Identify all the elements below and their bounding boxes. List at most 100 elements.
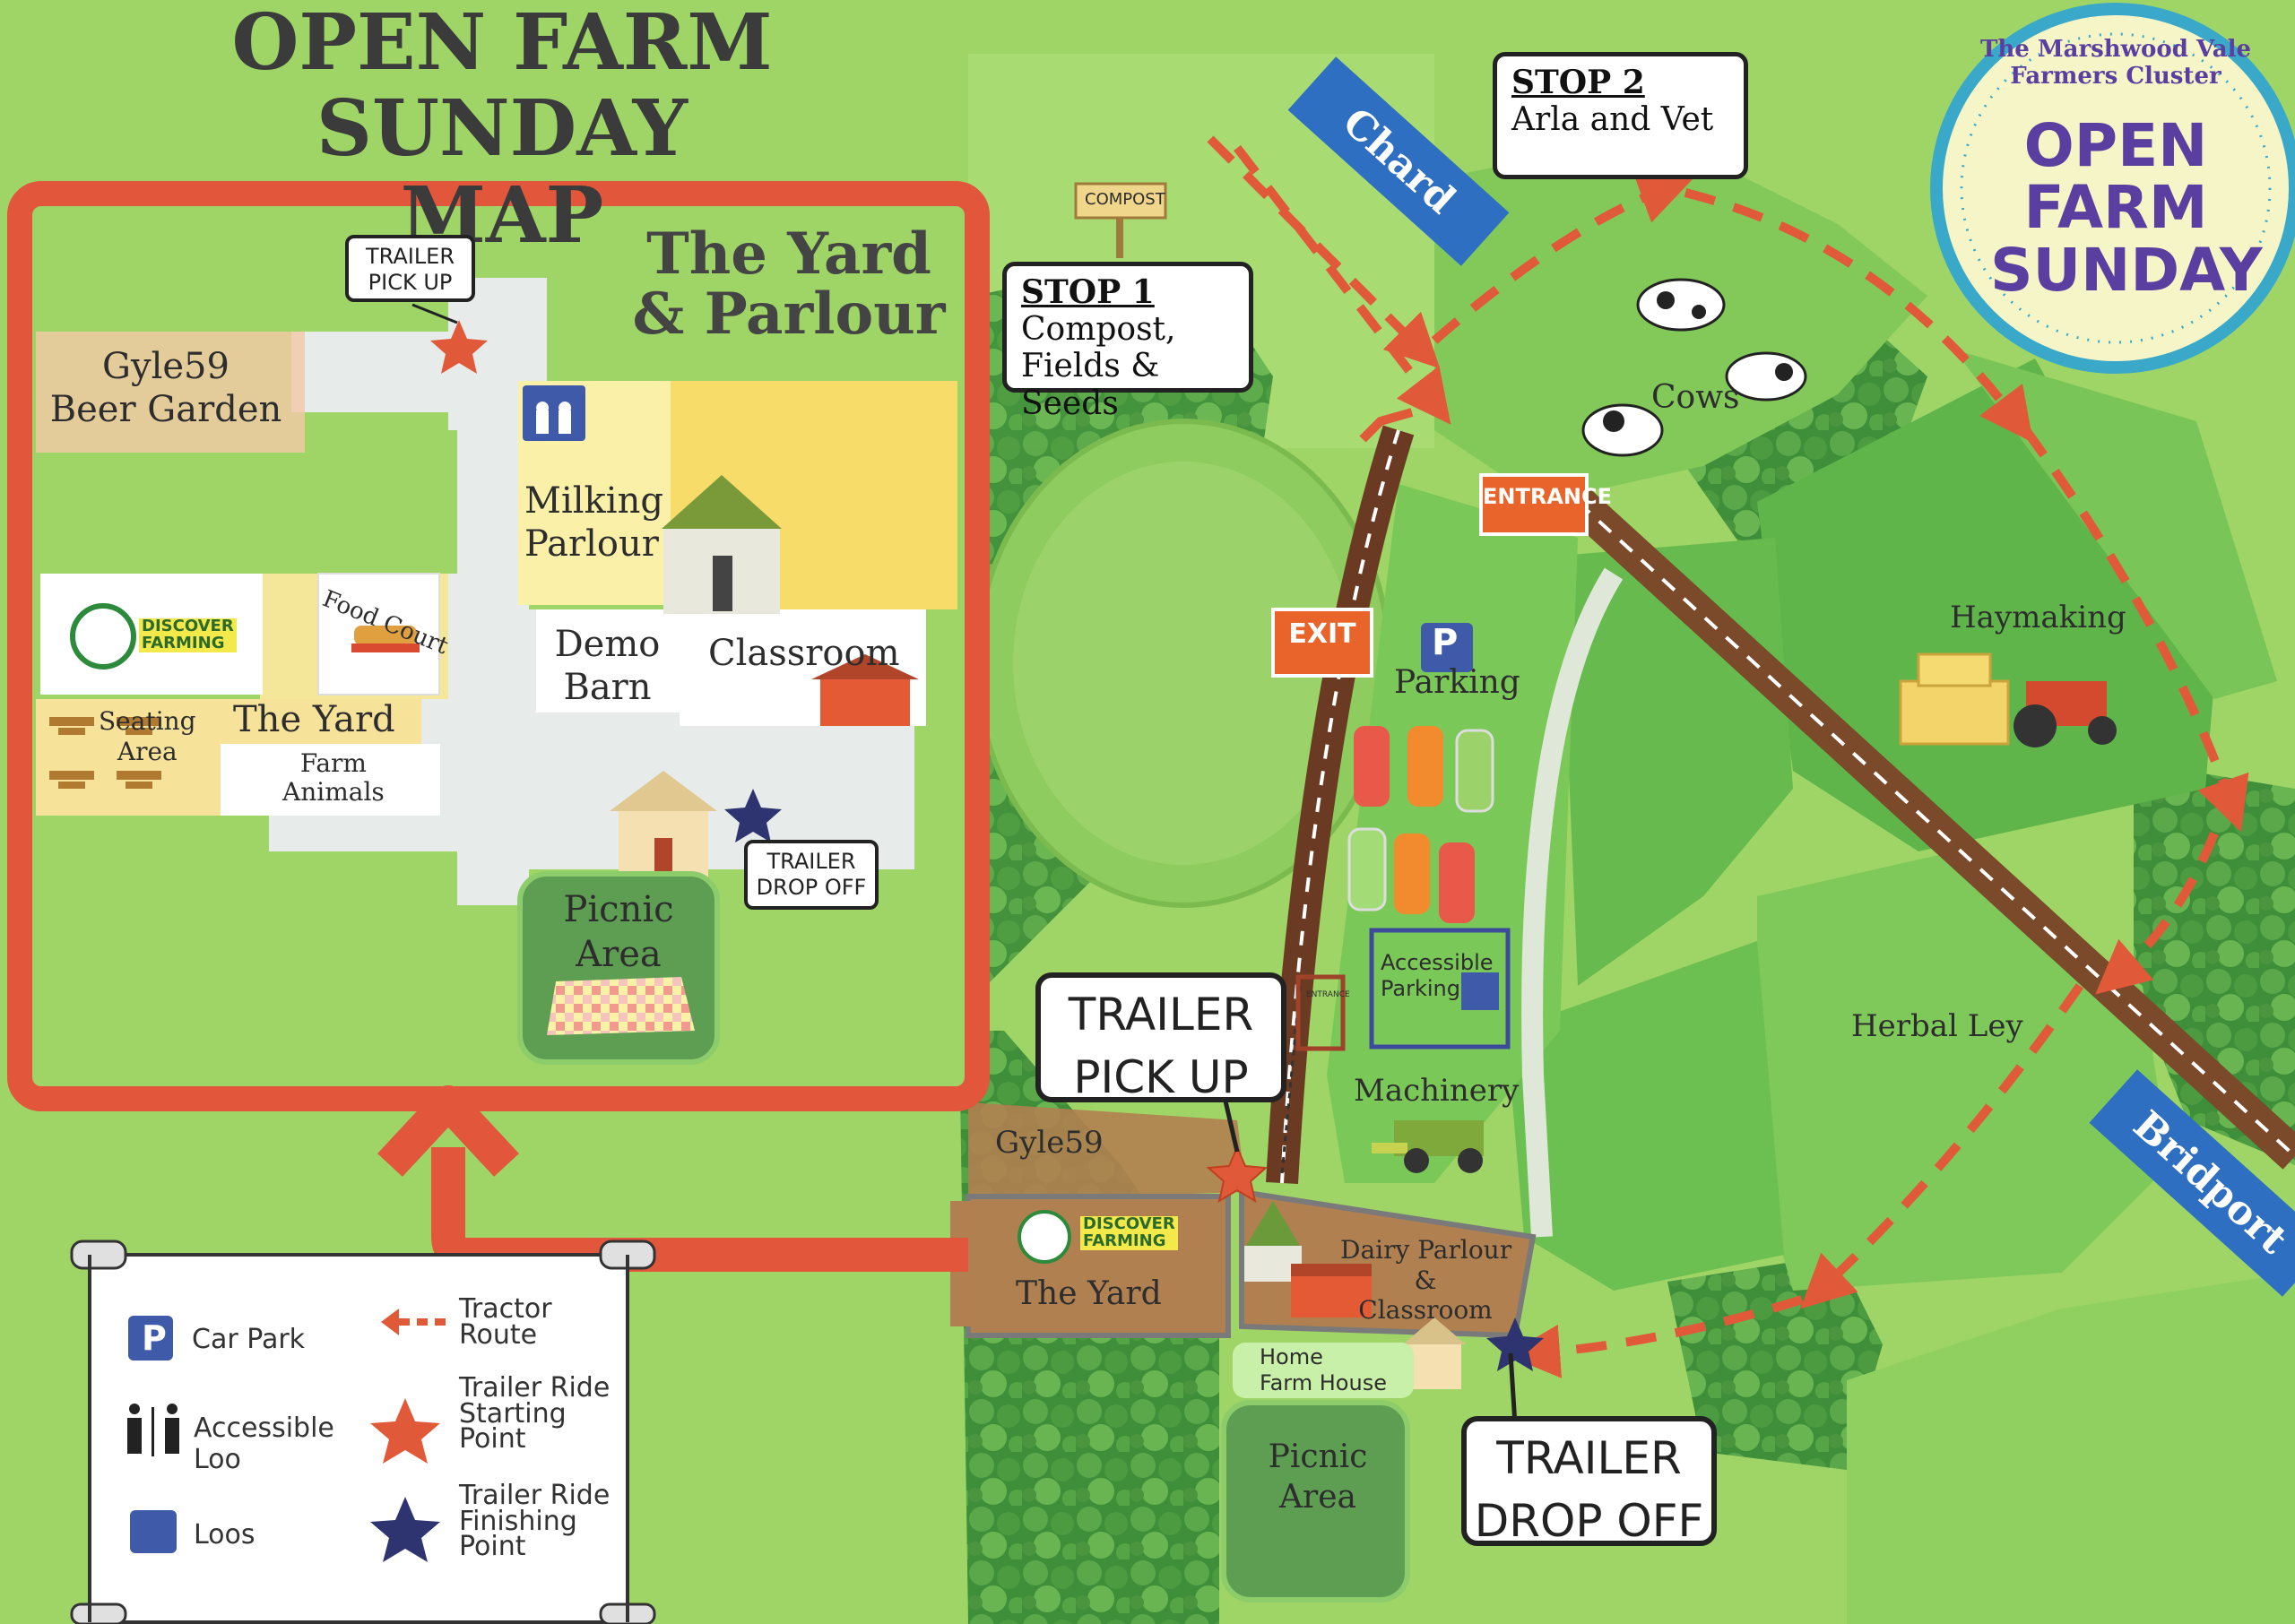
inset-heading-line-1: The Yard [646, 220, 931, 288]
map-the-yard-label: The Yard [1016, 1275, 1162, 1312]
map-trailer-dropoff-line-1: TRAILER [1496, 1432, 1682, 1484]
seating-benches [49, 717, 161, 789]
legend-tractor-line-1: Tractor [459, 1293, 552, 1325]
seating-line-1: Seating [99, 706, 196, 736]
farm-animals-line-1: Farm [299, 748, 367, 778]
map-trailer-pickup-line-2: PICK UP [1073, 1051, 1249, 1103]
dairy-parlour-label: Dairy Parlour & Classroom [1340, 1235, 1511, 1326]
trailer-dropoff-star [1486, 1317, 1544, 1371]
map-discover-line-2: FARMING [1083, 1231, 1166, 1250]
small-entrance-label: ENTRANCE [1306, 990, 1350, 999]
map-trailer-pickup-line-1: TRAILER [1068, 989, 1254, 1041]
legend-start-line-2: Starting [459, 1397, 567, 1430]
lane [1521, 567, 1624, 1238]
home-line-1: Home [1260, 1344, 1323, 1369]
inset-trailer-pickup-line-1: TRAILER [365, 244, 455, 269]
inset-pickup-star [430, 320, 488, 374]
compost-sign: COMPOST [1085, 190, 1165, 209]
title-line-1: OPEN FARM SUNDAY [231, 0, 773, 175]
cows-label: Cows [1651, 379, 1740, 416]
haymaking-label: Haymaking [1950, 600, 2126, 635]
demo-barn-label: Demo Barn [538, 623, 677, 709]
gyle59-area [968, 1102, 1246, 1201]
legend-accessible-line-1: Accessible [194, 1412, 334, 1444]
field-strip [1327, 484, 1578, 1183]
stop-2-line-1: Arla and Vet [1511, 101, 1714, 138]
inset-classroom-building [820, 677, 910, 726]
map-discover-logo-text: DISCOVER FARMING [1080, 1214, 1178, 1250]
page-title: OPEN FARM SUNDAY MAP [72, 0, 932, 259]
compost-sign-board [1074, 182, 1167, 220]
seating-line-2: Area [117, 736, 178, 766]
legend-car-park: Car Park [192, 1324, 306, 1355]
map-discover-line-1: DISCOVER [1083, 1214, 1175, 1233]
farm-animals-panel [221, 744, 440, 816]
legend-scroll [70, 1240, 656, 1624]
dairy-line-3: Classroom [1358, 1295, 1493, 1326]
demo-barn-panel [536, 609, 680, 713]
accessible-parking-line-1: Accessible [1381, 950, 1494, 975]
inset-picnic-line-2: Area [576, 934, 662, 975]
stop-2-callout: STOP 2 Arla and Vet [1493, 52, 1748, 179]
inset-discover-line-2: FARMING [142, 633, 225, 652]
farm-animals-line-2: Animals [282, 777, 385, 808]
map-buildings [1244, 1201, 1466, 1389]
inset-classroom-label: Classroom [708, 633, 900, 674]
map-picnic-line-1: Picnic [1268, 1438, 1368, 1475]
stop-2-heading: STOP 2 [1511, 64, 1645, 101]
stop-1-heading: STOP 1 [1021, 273, 1155, 311]
stop-1-line-2: Fields & Seeds [1021, 348, 1160, 422]
demo-barn-line-1: Demo [554, 624, 661, 665]
badge-title: OPEN FARM SUNDAY [1990, 115, 2263, 301]
inset-heading: The Yard & Parlour [628, 220, 950, 349]
entrance-sign: ENTRANCE [1479, 473, 1612, 536]
parking-cars [1347, 726, 1494, 923]
map-trailer-pickup-callout: TRAILER PICK UP [1035, 972, 1286, 1103]
home-line-2: Farm House [1260, 1369, 1387, 1395]
small-entrance-gate [1295, 974, 1346, 1051]
gyle59-label: Gyle59 [995, 1125, 1104, 1161]
accessible-icon [1461, 972, 1499, 1010]
beer-garden-line-2: Beer Garden [49, 389, 282, 430]
parking-label: Parking [1394, 664, 1520, 701]
beer-garden-label: Gyle59 Beer Garden [36, 345, 296, 431]
inset-discover-line-1: DISCOVER [142, 617, 234, 635]
beer-garden-line-1: Gyle59 [102, 346, 230, 387]
stop-1-callout: STOP 1 Compost, Fields & Seeds [1002, 262, 1253, 422]
legend-finish-line-3: Point [459, 1531, 526, 1562]
legend-finish-point: Trailer Ride Finishing Point [459, 1480, 611, 1562]
field-lower [1506, 941, 1784, 1291]
beer-garden-area [36, 332, 305, 453]
inset-heading-line-2: & Parlour [632, 281, 946, 349]
haymaking-illustration [1899, 652, 2117, 747]
demo-barn-line-2: Barn [563, 667, 652, 708]
accessible-parking-label: Accessible Parking [1381, 950, 1494, 1002]
exit-sign: EXIT [1271, 608, 1373, 678]
loos-icon-box [523, 385, 585, 441]
milking-silo [662, 475, 782, 529]
parking-symbol: P [1432, 622, 1459, 663]
legend-start-line-3: Point [459, 1423, 526, 1455]
inset-dropoff-star [724, 789, 782, 842]
inset-trailer-pickup-line-2: PICK UP [368, 269, 453, 295]
legend-tractor-line-2: Route [459, 1318, 538, 1351]
milking-parlour-label: Milking Parlour [524, 479, 663, 566]
trailer-pickup-star [1206, 1145, 1269, 1204]
map-trailer-dropoff-callout: TRAILER DROP OFF [1461, 1416, 1717, 1547]
milking-line-1: Milking [524, 480, 663, 522]
map-picnic-label: Picnic Area [1237, 1437, 1399, 1517]
legend-car-park-symbol: P [142, 1318, 167, 1358]
inset-picnic-label: Picnic Area [529, 887, 708, 977]
map-trailer-dropoff-line-2: DROP OFF [1474, 1495, 1704, 1547]
inset-trailer-dropoff-line-1: TRAILER [766, 849, 856, 874]
home-farm-house-label: Home Farm House [1233, 1343, 1414, 1398]
seating-area-label: Seating Area [99, 706, 196, 766]
yard-logo [1018, 1210, 1071, 1264]
legend-finish-line-1: Trailer Ride [459, 1480, 611, 1511]
legend-loos: Loos [194, 1519, 255, 1551]
legend-finish-line-2: Finishing [459, 1505, 577, 1537]
machinery-illustration [1372, 1120, 1484, 1173]
inset-trailer-dropoff-box: TRAILER DROP OFF [744, 840, 879, 910]
accessible-parking-box [1369, 928, 1511, 1050]
parking-icon [1421, 623, 1473, 672]
